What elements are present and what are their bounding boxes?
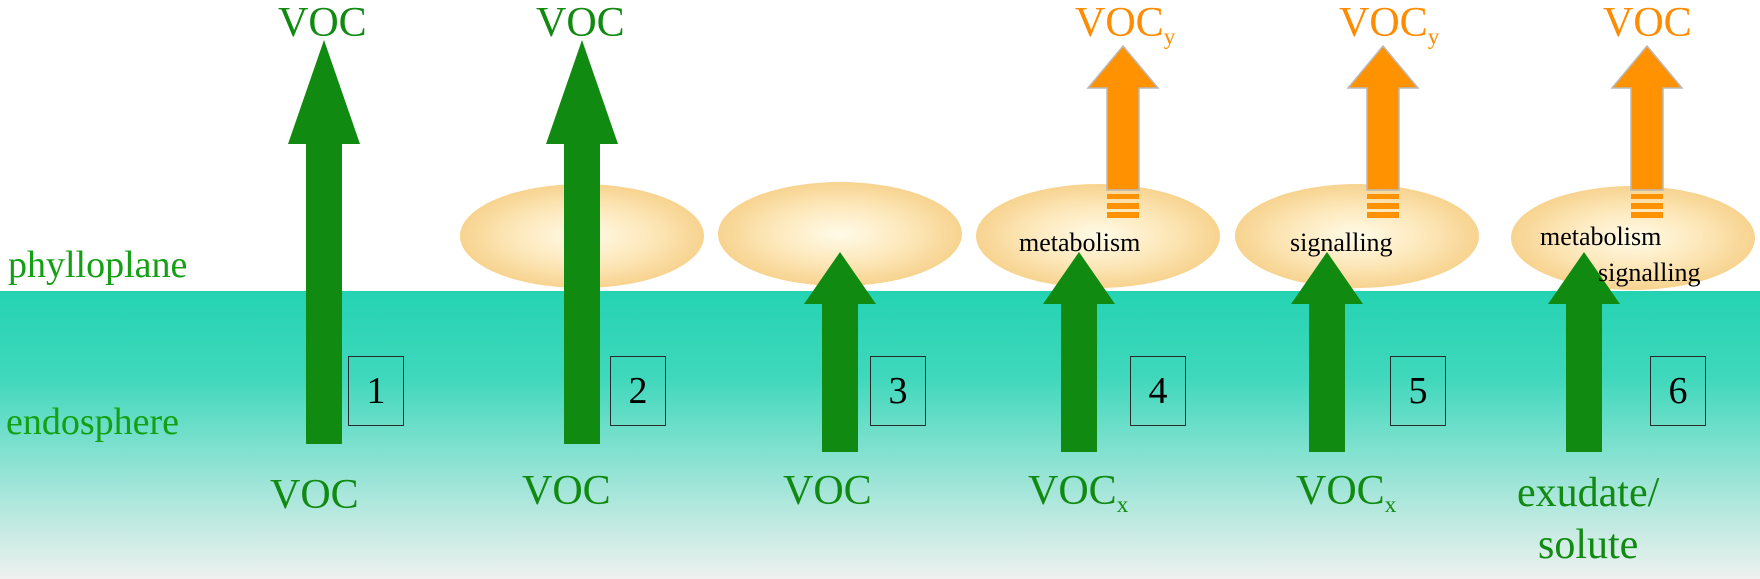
top-voc-label-4: VOCy bbox=[1075, 0, 1176, 50]
scenario-number-6: 6 bbox=[1650, 356, 1706, 426]
green-arrow-3 bbox=[804, 252, 876, 452]
bottom-label-6b: solute bbox=[1538, 522, 1639, 568]
cell-label-6a: metabolism bbox=[1540, 222, 1662, 251]
green-arrow-2 bbox=[546, 40, 618, 444]
orange-arrow-4 bbox=[1086, 44, 1160, 218]
bottom-voc-label-1: VOC bbox=[270, 472, 359, 518]
endosphere-label: endosphere bbox=[6, 401, 180, 443]
cell-ellipse-4 bbox=[976, 184, 1220, 288]
scenario-number-3: 3 bbox=[870, 356, 926, 426]
top-voc-label-5: VOCy bbox=[1339, 0, 1440, 50]
cell-ellipse-6 bbox=[1511, 186, 1755, 290]
top-voc-label-6: VOC bbox=[1603, 0, 1692, 46]
bottom-label-6a: exudate/ bbox=[1517, 470, 1660, 516]
bottom-voc-label-3: VOC bbox=[783, 468, 872, 514]
orange-arrow-5 bbox=[1346, 44, 1420, 218]
top-voc-label-1: VOC bbox=[278, 0, 367, 46]
bottom-voc-label-4: VOCx bbox=[1028, 468, 1129, 518]
scenario-number-4: 4 bbox=[1130, 356, 1186, 426]
cell-ellipse-5 bbox=[1235, 184, 1479, 288]
top-voc-label-2: VOC bbox=[536, 0, 625, 46]
green-arrow-1 bbox=[288, 40, 360, 444]
green-arrow-6 bbox=[1548, 252, 1620, 452]
cell-label-6b: signalling bbox=[1598, 258, 1701, 287]
green-arrow-4 bbox=[1043, 252, 1115, 452]
bottom-voc-label-5: VOCx bbox=[1296, 468, 1397, 518]
cell-label-4: metabolism bbox=[1019, 228, 1141, 257]
scenario-number-1: 1 bbox=[348, 356, 404, 426]
cell-label-5: signalling bbox=[1290, 228, 1393, 257]
green-arrow-5 bbox=[1291, 252, 1363, 452]
scenario-number-2: 2 bbox=[610, 356, 666, 426]
endosphere-region bbox=[0, 291, 1760, 579]
scenario-number-5: 5 bbox=[1390, 356, 1446, 426]
phylloplane-label: phylloplane bbox=[8, 244, 188, 286]
orange-arrow-6 bbox=[1610, 44, 1684, 218]
cell-ellipse-3 bbox=[718, 182, 962, 286]
bottom-voc-label-2: VOC bbox=[522, 468, 611, 514]
